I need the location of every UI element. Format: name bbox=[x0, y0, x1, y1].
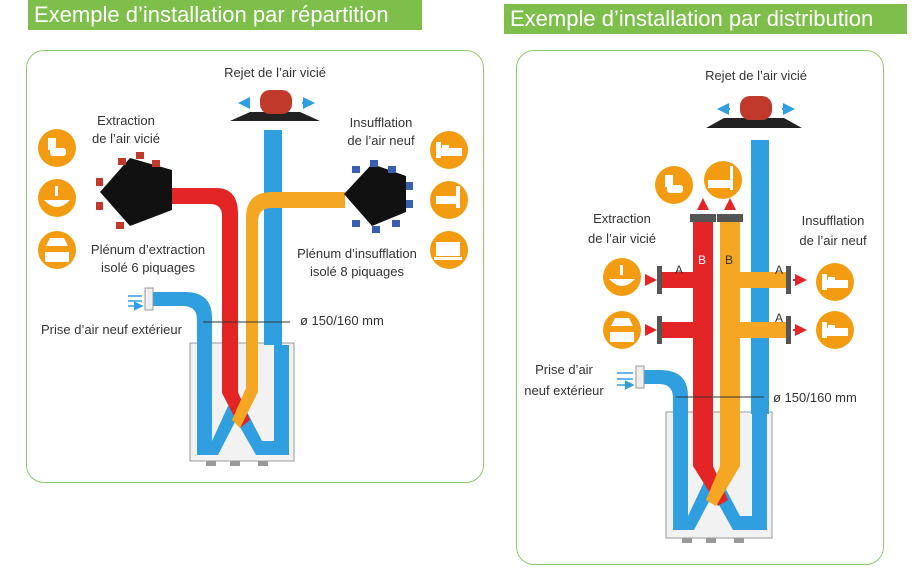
roof-cap bbox=[260, 90, 292, 114]
living-room-icon bbox=[430, 181, 468, 219]
exhaust-duct bbox=[264, 130, 282, 345]
blue-heat-exchanger-duct bbox=[197, 345, 289, 455]
extraction-riser bbox=[693, 222, 713, 466]
blue-heat-exchanger-duct bbox=[673, 414, 767, 530]
insufflation-riser bbox=[720, 222, 740, 466]
left-insufflation-label-1: Insufflation bbox=[350, 115, 413, 130]
tag-b: B bbox=[725, 253, 733, 267]
fresh-air-intake-duct bbox=[151, 292, 212, 345]
right-extraction-label-2: de l’air vicié bbox=[588, 231, 656, 246]
left-exhaust-label: Rejet de l’air vicié bbox=[224, 65, 326, 80]
tag-a: A bbox=[775, 263, 783, 277]
left-insufflation-label-2: de l’air neuf bbox=[347, 133, 415, 148]
left-diagram: Rejet de l’air vicié Extraction de l’air… bbox=[38, 65, 468, 466]
right-diameter-label: ø 150/160 mm bbox=[773, 390, 857, 405]
sink-icon bbox=[603, 258, 641, 296]
right-intake-label-2: neuf extérieur bbox=[524, 383, 604, 398]
left-title: Exemple d’installation par répartition bbox=[28, 0, 422, 30]
left-intake-label: Prise d’air neuf extérieur bbox=[41, 322, 183, 337]
bed-icon bbox=[430, 131, 468, 169]
left-plenum-extraction-label-1: Plénum d’extraction bbox=[91, 242, 205, 257]
right-intake-label-1: Prise d’air bbox=[535, 362, 593, 377]
right-diagram: A A A B B Rejet de l’air vicié Extractio… bbox=[524, 68, 867, 543]
left-extraction-label-2: de l’air vicié bbox=[92, 131, 160, 146]
left-plenum-insufflation-label-2: isolé 8 piquages bbox=[310, 264, 404, 279]
kitchen-hood-icon bbox=[38, 231, 76, 269]
sink-icon bbox=[38, 179, 76, 217]
extraction-plenum bbox=[100, 158, 172, 226]
extraction-duct bbox=[168, 188, 250, 428]
toilet-icon bbox=[38, 129, 76, 167]
bed-icon bbox=[816, 311, 854, 349]
kitchen-hood-icon bbox=[603, 311, 641, 349]
office-icon bbox=[430, 231, 468, 269]
insufflation-duct bbox=[232, 192, 345, 428]
left-extraction-label-1: Extraction bbox=[97, 113, 155, 128]
right-exhaust-label: Rejet de l’air vicié bbox=[705, 68, 807, 83]
toilet-icon bbox=[655, 166, 693, 204]
roof-cap bbox=[740, 96, 772, 120]
tag-b: B bbox=[698, 253, 706, 267]
left-plenum-extraction-label-2: isolé 6 piquages bbox=[101, 260, 195, 275]
insufflation-plenum bbox=[344, 164, 406, 226]
tag-a: A bbox=[775, 311, 783, 325]
right-extraction-label-1: Extraction bbox=[593, 211, 651, 226]
tag-a: A bbox=[675, 263, 683, 277]
right-title: Exemple d’installation par distribution bbox=[504, 4, 907, 34]
right-insufflation-label-2: de l’air neuf bbox=[799, 233, 867, 248]
shower-icon bbox=[704, 161, 742, 199]
left-diameter-label: ø 150/160 mm bbox=[300, 313, 384, 328]
left-plenum-insufflation-label-1: Plénum d’insufflation bbox=[297, 246, 417, 261]
bed-icon bbox=[816, 263, 854, 301]
fresh-air-intake-duct bbox=[642, 370, 688, 414]
right-insufflation-label-1: Insufflation bbox=[802, 213, 865, 228]
